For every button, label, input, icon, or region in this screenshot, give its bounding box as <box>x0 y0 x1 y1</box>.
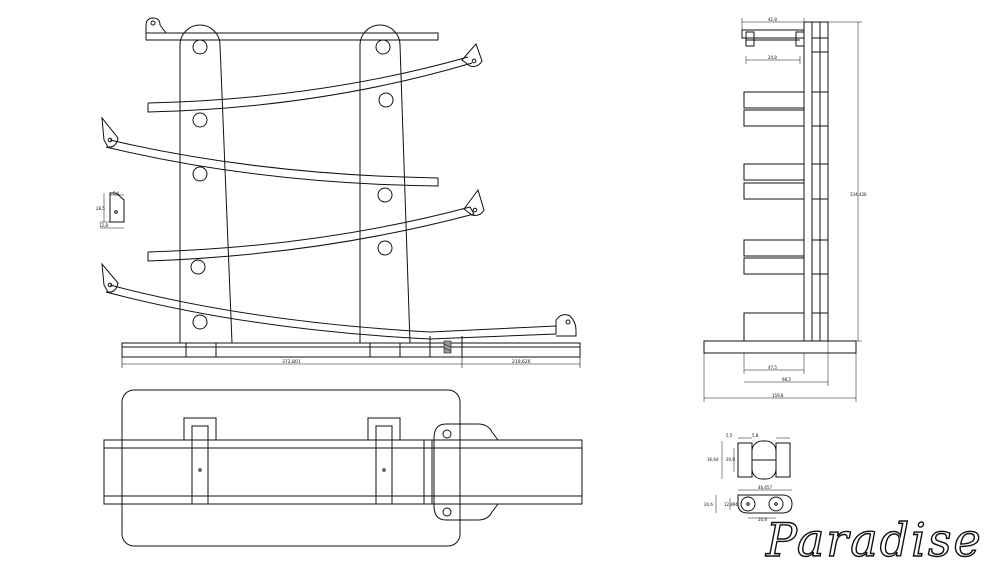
top-bar-tab-hole <box>150 20 156 26</box>
side-view-base <box>703 340 857 354</box>
dim-detail-span: 46,657 <box>758 485 772 490</box>
front-foot-left <box>185 342 217 358</box>
dim-side-base-inner: 47,5 <box>768 365 777 370</box>
front-pin-block <box>443 340 452 354</box>
dim-detail-hole: 12,896 <box>724 502 738 507</box>
dim-detail-height-outer: 36,64 <box>707 457 719 462</box>
hole-right-3 <box>377 187 393 203</box>
hole-right-4 <box>377 240 393 256</box>
rail-1-end-tab <box>461 43 483 67</box>
side-rail-3 <box>743 163 805 181</box>
dim-detail-top-b: 5,8 <box>752 433 759 438</box>
front-top-bar <box>145 32 439 41</box>
side-rail-7 <box>743 312 805 342</box>
front-upright-left <box>179 24 233 344</box>
rail-3 <box>147 206 475 262</box>
front-base-plate <box>121 342 581 358</box>
top-view-base-plate <box>121 389 461 547</box>
paradise-logo: Paradise <box>765 513 983 562</box>
dim-detail-left-h: 20,6 <box>704 502 713 507</box>
front-view: 372,801 219,626 <box>101 17 581 368</box>
side-view-top-bar <box>741 29 805 39</box>
rail-4-end-tab <box>101 262 119 293</box>
dim-side-top-outer: 42,8 <box>768 17 777 22</box>
dim-front-base-right: 219,626 <box>512 359 531 365</box>
top-view-block-right <box>367 417 401 441</box>
hole-left-1 <box>192 39 208 55</box>
rail-4-right-tab <box>555 314 577 337</box>
side-dimension-lines <box>703 18 862 402</box>
rail-2-end-tab <box>101 116 119 148</box>
dim-small-tab-height: 28,5 <box>96 206 105 211</box>
hole-right-1 <box>375 39 391 55</box>
side-rail-6 <box>743 257 805 275</box>
side-rail-5 <box>743 239 805 257</box>
detail-bottom: 46,657 20,6 12,896 20,8 <box>704 485 793 522</box>
dim-detail-height-inner: 20,8 <box>726 457 735 462</box>
small-tab-detail: 5,4 28,5 12,8 <box>96 191 125 229</box>
top-view-rails <box>103 439 583 505</box>
dim-side-base-total: 159,8 <box>772 393 784 398</box>
dim-side-total-height: 334,426 <box>850 192 867 197</box>
dim-front-base-left: 372,801 <box>282 359 301 365</box>
hole-right-2 <box>378 92 394 108</box>
rail-1-upper <box>147 56 469 104</box>
top-bar-tab <box>145 17 167 34</box>
top-view-block-left <box>183 417 217 441</box>
hole-left-4 <box>190 259 206 275</box>
hole-left-2 <box>192 112 208 128</box>
side-rail-1 <box>743 91 805 109</box>
dim-detail-pitch: 20,8 <box>758 517 767 522</box>
front-foot-right <box>369 342 401 358</box>
side-rail-4 <box>743 182 805 200</box>
hole-left-3 <box>192 166 208 182</box>
dim-side-base-mid: 98,5 <box>782 377 791 382</box>
rail-1-lower <box>147 62 473 113</box>
front-dimension-lines <box>121 357 581 368</box>
dim-side-top-inner: 24,8 <box>768 55 777 60</box>
side-rail-2 <box>743 109 805 127</box>
detail-top: 5,5 5,8 36,64 20,8 <box>707 433 791 480</box>
top-view <box>103 389 583 547</box>
rail-3-end-tab <box>463 188 485 216</box>
rail-2 <box>105 139 439 187</box>
dim-small-tab-width: 12,8 <box>99 223 108 228</box>
rail-4 <box>105 284 557 340</box>
side-view-upright <box>819 21 829 342</box>
hole-left-5 <box>192 314 208 330</box>
dim-small-tab-top: 5,4 <box>113 191 120 196</box>
top-view-end-plate <box>433 423 499 521</box>
dim-detail-top-a: 5,5 <box>726 433 733 438</box>
side-view: 42,8 24,8 334,426 47,5 98,5 159,8 <box>703 17 867 402</box>
